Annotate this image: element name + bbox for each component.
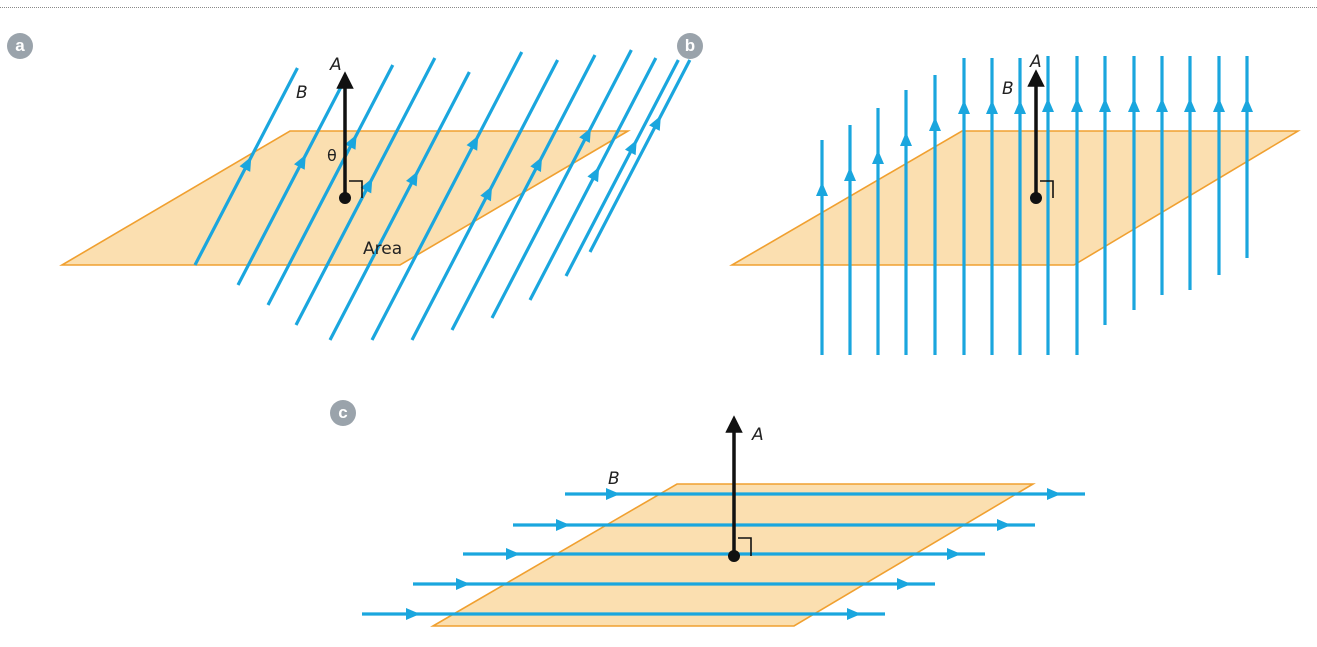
panel-b-field-arrowhead xyxy=(844,167,856,181)
panel-b-badge: b xyxy=(677,33,703,59)
panel-a-field-line xyxy=(370,51,524,341)
panel-a-field-line xyxy=(588,59,692,253)
panel-c-badge: c xyxy=(330,400,356,426)
panel-a-area-label: Area xyxy=(363,239,402,259)
panel-a-field-line xyxy=(410,59,560,341)
panel-b-field-arrowhead xyxy=(986,100,998,114)
panel-a-field-arrowhead xyxy=(294,154,306,170)
panel-a-field-line xyxy=(564,59,680,277)
panel-b-origin-dot xyxy=(1030,192,1042,204)
panel-c: A B xyxy=(362,415,1085,627)
panel-b-field-arrowhead xyxy=(1042,98,1054,112)
panel-c-origin-dot xyxy=(728,550,740,562)
panel-a-field-lines-front xyxy=(193,49,692,341)
panel-a-field-line xyxy=(236,77,348,286)
panel-c-field-lines xyxy=(362,488,1085,620)
panel-a-field-arrowhead xyxy=(466,135,479,151)
panel-a-field-line xyxy=(266,64,395,306)
panel-a-field-arrowhead xyxy=(406,171,418,187)
panel-a-field-arrowhead xyxy=(239,156,252,172)
panel-b-field-arrowhead xyxy=(1156,98,1168,112)
panel-b-field-label: B xyxy=(1002,79,1014,99)
panel-a-angle-label: θ xyxy=(327,146,337,165)
panel-a-field-line xyxy=(490,49,633,319)
panel-b-field-arrowhead xyxy=(1099,98,1111,112)
panel-c-field-arrowhead xyxy=(947,548,961,560)
panel-a-field-arrowhead xyxy=(624,139,637,156)
panel-c-field-label: B xyxy=(608,469,620,489)
panel-b-field-arrowhead xyxy=(816,182,828,196)
panel-c-field-arrowhead xyxy=(556,519,570,531)
panel-b-field-arrowhead xyxy=(1128,98,1140,112)
panel-c-vector-label: A xyxy=(751,425,764,445)
panel-b-area-surface xyxy=(729,130,1301,266)
panel-b-field-arrowhead xyxy=(958,100,970,114)
panel-a-field-arrowhead xyxy=(587,166,600,183)
panel-a-field-arrowhead xyxy=(344,134,357,150)
panel-b-field-arrowhead xyxy=(872,150,884,164)
panel-b-right-angle-mark xyxy=(1040,180,1054,198)
panel-b-field-arrowhead xyxy=(1014,100,1026,114)
panel-a-field-label: B xyxy=(296,83,308,103)
panel-b-field-arrowhead xyxy=(929,117,941,131)
panel-b-field-lines-front xyxy=(816,56,1253,355)
panel-c-field-arrowhead xyxy=(456,578,470,590)
panel-a-field-line xyxy=(294,57,437,326)
panel-a-origin-dot xyxy=(339,192,351,204)
panel-a-field-line xyxy=(328,71,471,341)
panel-b-field-arrowhead xyxy=(1213,98,1225,112)
panel-c-field-arrowhead xyxy=(506,548,520,560)
panel-b-field-arrowhead xyxy=(900,132,912,146)
panel-c-field-arrowhead xyxy=(997,519,1011,531)
panel-a-badge: a xyxy=(7,33,33,59)
panel-b-field-arrowhead xyxy=(1071,98,1083,112)
panel-b-field-arrowhead xyxy=(1241,98,1253,112)
panel-c-field-arrowhead xyxy=(897,578,911,590)
panel-a-vector-label: A xyxy=(329,55,342,75)
panel-b-field-arrowhead xyxy=(1184,98,1196,112)
panel-a-right-angle-mark xyxy=(349,180,363,198)
panel-a-field-arrowhead xyxy=(649,115,661,131)
panel-c-field-arrowhead xyxy=(847,608,861,620)
panel-c-field-arrowhead xyxy=(606,488,620,500)
panel-c-right-angle-mark xyxy=(738,537,752,556)
panel-c-field-arrowhead xyxy=(1047,488,1061,500)
panel-b-vector-label: A xyxy=(1029,52,1042,72)
panel-a-field-line xyxy=(450,54,597,331)
panel-a-field-arrowhead xyxy=(360,178,373,194)
panel-a-field-arrowhead xyxy=(530,156,543,172)
panel-a-field-arrowhead xyxy=(579,127,591,143)
panel-a: A B θ Area xyxy=(59,49,692,341)
panel-b: A B xyxy=(729,52,1301,355)
top-dotted-rule xyxy=(0,7,1317,8)
panel-a-field-arrowhead xyxy=(480,186,493,202)
panel-c-field-arrowhead xyxy=(406,608,420,620)
